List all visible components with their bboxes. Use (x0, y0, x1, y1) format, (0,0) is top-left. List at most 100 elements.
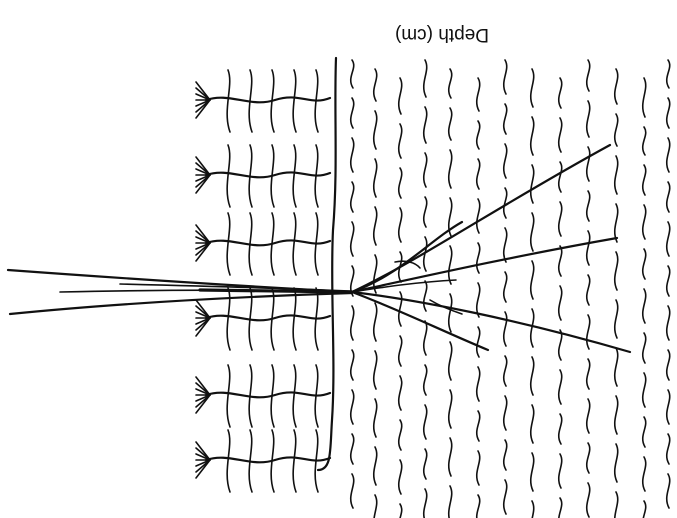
soil-stroke (559, 414, 562, 444)
clump-band (206, 457, 330, 462)
clump-strand (293, 365, 296, 427)
soil-stroke (531, 405, 534, 443)
root-clump (196, 70, 330, 132)
clump-strand (227, 145, 230, 207)
soil-stroke (615, 348, 618, 386)
soil-stroke (559, 498, 562, 518)
soil-stroke (449, 150, 452, 188)
soil-stroke (587, 483, 590, 517)
soil-stroke (504, 188, 507, 218)
root-clump (196, 430, 330, 492)
soil-stroke (351, 138, 354, 172)
soil-stroke (667, 222, 670, 256)
soil-stroke (643, 501, 646, 518)
soil-stroke (559, 162, 562, 192)
soil-stroke (351, 390, 354, 424)
soil-stroke (643, 165, 646, 195)
soil-stroke (374, 303, 377, 341)
soil-stroke (504, 440, 507, 470)
soil-stroke (587, 101, 590, 137)
soil-stroke (374, 351, 377, 389)
soil-stroke (477, 411, 480, 441)
soil-stroke (504, 272, 507, 302)
soil-stroke (477, 243, 480, 273)
soil-stroke (504, 480, 507, 514)
soil-stroke (449, 246, 452, 284)
soil-stroke (587, 275, 590, 305)
clump-strand (293, 213, 296, 275)
soil-stroke (449, 294, 452, 332)
clump-strand (293, 145, 296, 207)
soil-stroke (559, 246, 562, 276)
soil-stroke (424, 153, 427, 187)
soil-stroke (667, 390, 670, 424)
soil-stroke (531, 357, 534, 395)
soil-stroke (504, 312, 507, 346)
root-clump (196, 365, 330, 427)
soil-stroke (643, 127, 646, 155)
axis-label-group: Depth (cm) (395, 24, 489, 45)
root-clump (196, 213, 330, 275)
soil-stroke (477, 283, 480, 317)
soil-stroke (504, 60, 507, 94)
soil-stroke (449, 486, 452, 518)
soil-stroke (559, 118, 562, 152)
soil-stroke (504, 104, 507, 134)
soil-stroke (587, 315, 590, 349)
soil-stroke (424, 197, 427, 227)
soil-stroke (477, 495, 480, 518)
soil-stroke (374, 69, 377, 101)
soil-stroke (643, 249, 646, 279)
clump-strand (293, 70, 296, 132)
soil-stroke (351, 434, 354, 464)
soil-stroke (424, 365, 427, 395)
soil-stroke (351, 98, 354, 128)
soil-stroke (559, 454, 562, 488)
soil-stroke (643, 457, 646, 491)
soil-stroke (399, 504, 402, 518)
depth-axis-label: Depth (cm) (395, 24, 489, 45)
soil-stroke (477, 451, 480, 485)
soil-stroke (615, 300, 618, 338)
soil-stroke (477, 199, 480, 233)
soil-stroke (351, 306, 354, 340)
clump-band (206, 97, 330, 102)
soil-stroke (477, 121, 480, 149)
soil-stroke (531, 309, 534, 347)
soil-stroke (667, 98, 670, 128)
soil-stroke (667, 350, 670, 380)
soil-stroke (559, 78, 562, 108)
soil-stroke (667, 434, 670, 464)
clump-strand (227, 430, 230, 492)
soil-stroke (615, 204, 618, 242)
soil-stroke (399, 292, 402, 326)
soil-stroke (374, 495, 377, 518)
soil-stroke (424, 449, 427, 479)
soil-stroke (615, 156, 618, 194)
soil-stroke (667, 60, 670, 88)
clump-band (206, 315, 330, 320)
soil-stroke (587, 399, 590, 433)
soil-stroke (667, 266, 670, 296)
soil-stroke (449, 69, 452, 98)
soil-stroke (477, 327, 480, 357)
soil-stroke (667, 182, 670, 212)
soil-stroke (615, 444, 618, 482)
soil-stroke (449, 438, 452, 476)
soil-stroke (477, 367, 480, 401)
soil-stroke (399, 124, 402, 158)
root-clumps (196, 70, 330, 492)
soil-stroke (399, 78, 402, 114)
soil-stroke (531, 165, 534, 203)
clump-strand (293, 430, 296, 492)
soil-stroke (504, 144, 507, 178)
soil-stroke (587, 443, 590, 473)
soil-stroke (399, 336, 402, 366)
soil-stroke (587, 147, 590, 181)
soil-stroke (351, 182, 354, 212)
soil-stroke (643, 333, 646, 363)
soil-stroke (667, 138, 670, 172)
soil-stroke (531, 453, 534, 491)
